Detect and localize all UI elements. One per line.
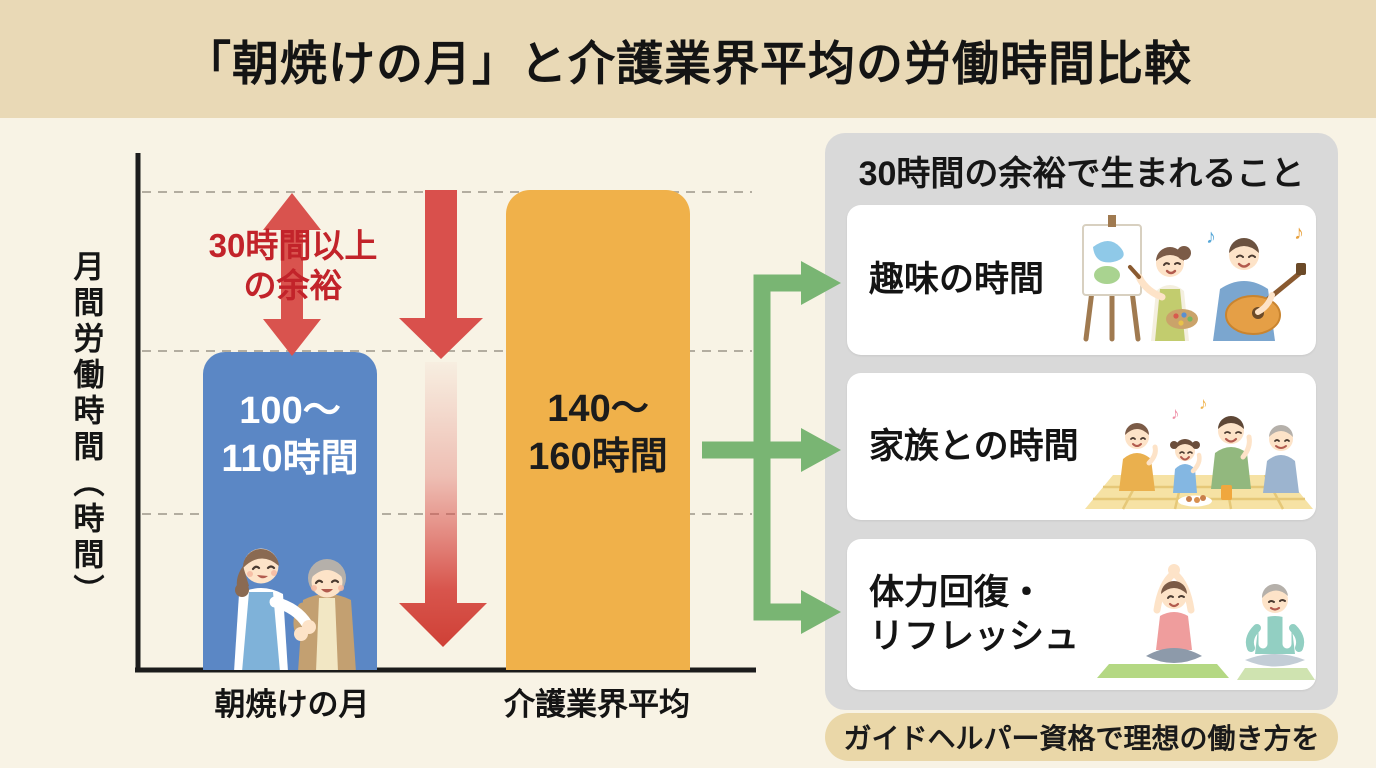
benefit-card-label-line: リフレッシュ (869, 616, 1080, 656)
music-note-icon: ♪ (1171, 404, 1180, 423)
benefits-panel: 30時間の余裕で生まれること 趣味の時間 (825, 133, 1338, 710)
bar-industry-average: 140〜 160時間 (506, 190, 690, 670)
easel-painting (1082, 215, 1142, 342)
bar-value-line: 160時間 (528, 435, 668, 478)
x-label-asayake: 朝焼けの月 (214, 687, 370, 722)
caregiver-illustration (234, 548, 356, 670)
guitar-man (1213, 238, 1306, 341)
x-label-industry: 介護業界平均 (504, 687, 690, 722)
benefit-card-hobby: 趣味の時間 (847, 205, 1316, 355)
music-note-icon: ♪ (1206, 226, 1216, 248)
gap-annotation-line: の余裕 (243, 267, 343, 305)
title-band: 「朝焼けの月」と介護業界平均の労働時間比較 (0, 0, 1376, 118)
y-axis-label: 月間労働時間（時間） (68, 250, 104, 610)
music-note-icon: ♪ (1294, 222, 1304, 244)
footer-banner-text: ガイドヘルパー資格で理想の働き方を (843, 723, 1320, 754)
bar-value-line: 110時間 (221, 437, 359, 480)
gap-annotation-line: 30時間以上 (208, 227, 378, 264)
bar-value-asayake: 100〜 110時間 (203, 352, 377, 484)
benefit-card-label: 家族との時間 (869, 426, 1079, 466)
yoga-meditation-illustration (1097, 563, 1316, 680)
gap-annotation: 30時間以上 の余裕 (178, 226, 408, 307)
bar-value-line: 100〜 (239, 390, 341, 432)
panel-title: 30時間の余裕で生まれること (858, 155, 1305, 193)
family-mother (1118, 422, 1158, 491)
benefit-card-label: 体力回復・ リフレッシュ (847, 571, 1079, 659)
bar-value-industry: 140〜 160時間 (506, 190, 690, 482)
family-picnic-illustration: ♪ ♪ (1084, 394, 1313, 510)
family-child (1169, 438, 1202, 493)
music-note-icon: ♪ (1199, 394, 1208, 413)
benefit-card-refresh: 体力回復・ リフレッシュ (847, 539, 1316, 690)
painting-and-guitar-illustration: ♪ ♪ (1082, 215, 1306, 342)
elderly-person-figure (293, 559, 356, 670)
meditating-man (1237, 583, 1316, 680)
juice-box (1220, 484, 1232, 500)
bar-value-line: 140〜 (547, 388, 649, 430)
benefit-card-label: 趣味の時間 (869, 260, 1045, 300)
benefit-card-family: 家族との時間 (847, 373, 1316, 520)
family-father (1210, 415, 1252, 489)
axis-lines (135, 153, 756, 673)
footer-banner: ガイドヘルパー資格で理想の働き方を (825, 713, 1338, 761)
benefit-card-label-line: 体力回復・ (869, 572, 1045, 612)
caregiver-figure (234, 548, 316, 670)
page-title: 「朝焼けの月」と介護業界平均の労働時間比較 (184, 36, 1192, 90)
family-grandfather (1262, 424, 1299, 493)
yoga-woman (1097, 563, 1230, 678)
bar-asayake-no-tsuki: 100〜 110時間 (203, 352, 377, 670)
painting-woman (1128, 246, 1198, 341)
